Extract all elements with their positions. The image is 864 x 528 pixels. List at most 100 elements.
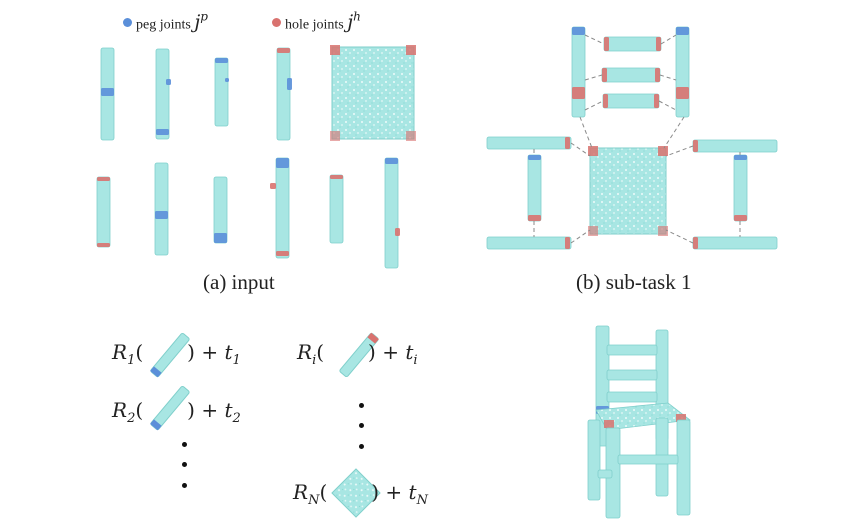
legend-peg-label: peg joints	[136, 17, 191, 33]
stick-part	[733, 154, 748, 222]
hole-joint	[734, 215, 747, 221]
seat-part	[331, 46, 415, 140]
stick-part	[155, 48, 170, 140]
stick-part	[597, 469, 613, 479]
formula-n: RN() + tN	[293, 480, 428, 508]
hole-joint	[572, 87, 585, 99]
connection-line	[584, 74, 603, 81]
hole-joint	[588, 226, 598, 236]
joint	[150, 366, 162, 378]
peg-joint	[225, 78, 229, 82]
legend-hole-label: hole joints	[285, 17, 344, 33]
connection-line	[663, 116, 685, 149]
hole-joint	[406, 131, 416, 141]
peg-joint	[156, 129, 169, 135]
peg-joint	[385, 158, 398, 164]
rotated-stick-icon	[150, 385, 190, 431]
stick-part	[486, 236, 572, 250]
hole-joint	[406, 45, 416, 55]
stick-part	[150, 332, 190, 378]
stick-part	[601, 67, 661, 83]
ellipsis-dot	[359, 403, 364, 408]
peg-joint	[528, 155, 541, 160]
peg-joint	[287, 78, 292, 90]
stick-part	[150, 385, 190, 431]
connection-line	[660, 34, 677, 45]
hole-joint	[528, 215, 541, 221]
connection-line	[570, 229, 591, 244]
hole-joint	[604, 37, 609, 51]
stick-part	[527, 154, 542, 222]
connection-line	[570, 142, 591, 157]
peg-joint	[214, 233, 227, 243]
stick-part	[329, 174, 344, 244]
connection-line	[584, 100, 604, 111]
stick-part	[675, 26, 690, 118]
caption-subtask: (b) sub-task 1	[576, 270, 692, 294]
peg-joint	[155, 211, 168, 219]
peg-joint	[166, 79, 171, 85]
hole-joint	[658, 146, 668, 156]
stick-part	[606, 369, 658, 381]
legend-hole: hole joints jh	[272, 10, 361, 33]
stick-part	[606, 391, 658, 403]
stick-part	[587, 419, 601, 501]
hole-joint	[676, 414, 686, 422]
stick-part	[606, 344, 658, 356]
ellipsis-dot	[182, 483, 187, 488]
stick-part	[154, 162, 169, 256]
hole-joint	[277, 48, 290, 53]
legend-hole-symbol: jh	[347, 10, 361, 34]
stick-part	[276, 47, 291, 141]
ellipsis-dot	[359, 444, 364, 449]
joint	[367, 332, 379, 344]
formula-1: R1() + t1	[112, 340, 241, 368]
stick-part	[602, 93, 660, 109]
hole-joint	[565, 137, 570, 149]
stick-part	[603, 36, 662, 52]
hole-joint	[693, 140, 698, 152]
stick-part	[486, 136, 572, 150]
formula-2: R2() + t2	[112, 398, 241, 426]
hole-joint	[276, 251, 289, 256]
joint	[150, 419, 162, 431]
peg-joint	[276, 158, 289, 168]
peg-joint	[215, 58, 228, 63]
stick-part	[275, 157, 290, 259]
formula-i: Ri() + ti	[297, 340, 418, 368]
stick-part	[692, 236, 778, 250]
connection-line	[579, 116, 593, 149]
stick-part	[617, 454, 679, 465]
connection-line	[659, 74, 677, 81]
hole-joint	[676, 87, 689, 99]
peg-joint	[734, 155, 747, 160]
hole-joint	[97, 177, 110, 181]
hole-joint-marker	[272, 18, 281, 28]
rotated-seat-icon	[331, 468, 381, 518]
caption-input: (a) input	[203, 270, 275, 294]
ellipsis-dot	[182, 442, 187, 447]
peg-joint	[572, 27, 585, 35]
hole-joint	[693, 237, 698, 249]
hole-joint	[395, 228, 400, 236]
hole-joint	[97, 243, 110, 247]
legend-peg-symbol: jp	[194, 10, 208, 34]
hole-joint	[658, 226, 668, 236]
ellipsis-dot	[359, 423, 364, 428]
stick-part	[384, 157, 399, 269]
connection-line	[665, 229, 694, 244]
hole-joint	[270, 183, 276, 189]
ellipsis-dot	[182, 462, 187, 467]
hole-joint	[602, 68, 607, 82]
connection-line	[665, 145, 694, 157]
stick-part	[339, 332, 379, 378]
rotated-stick-icon	[339, 332, 379, 378]
stick-part	[214, 57, 229, 127]
hole-joint	[604, 420, 614, 428]
connection-line	[584, 34, 605, 45]
stick-part	[96, 176, 111, 248]
stick-part	[692, 139, 778, 153]
legend-peg: peg joints jp	[123, 10, 208, 33]
